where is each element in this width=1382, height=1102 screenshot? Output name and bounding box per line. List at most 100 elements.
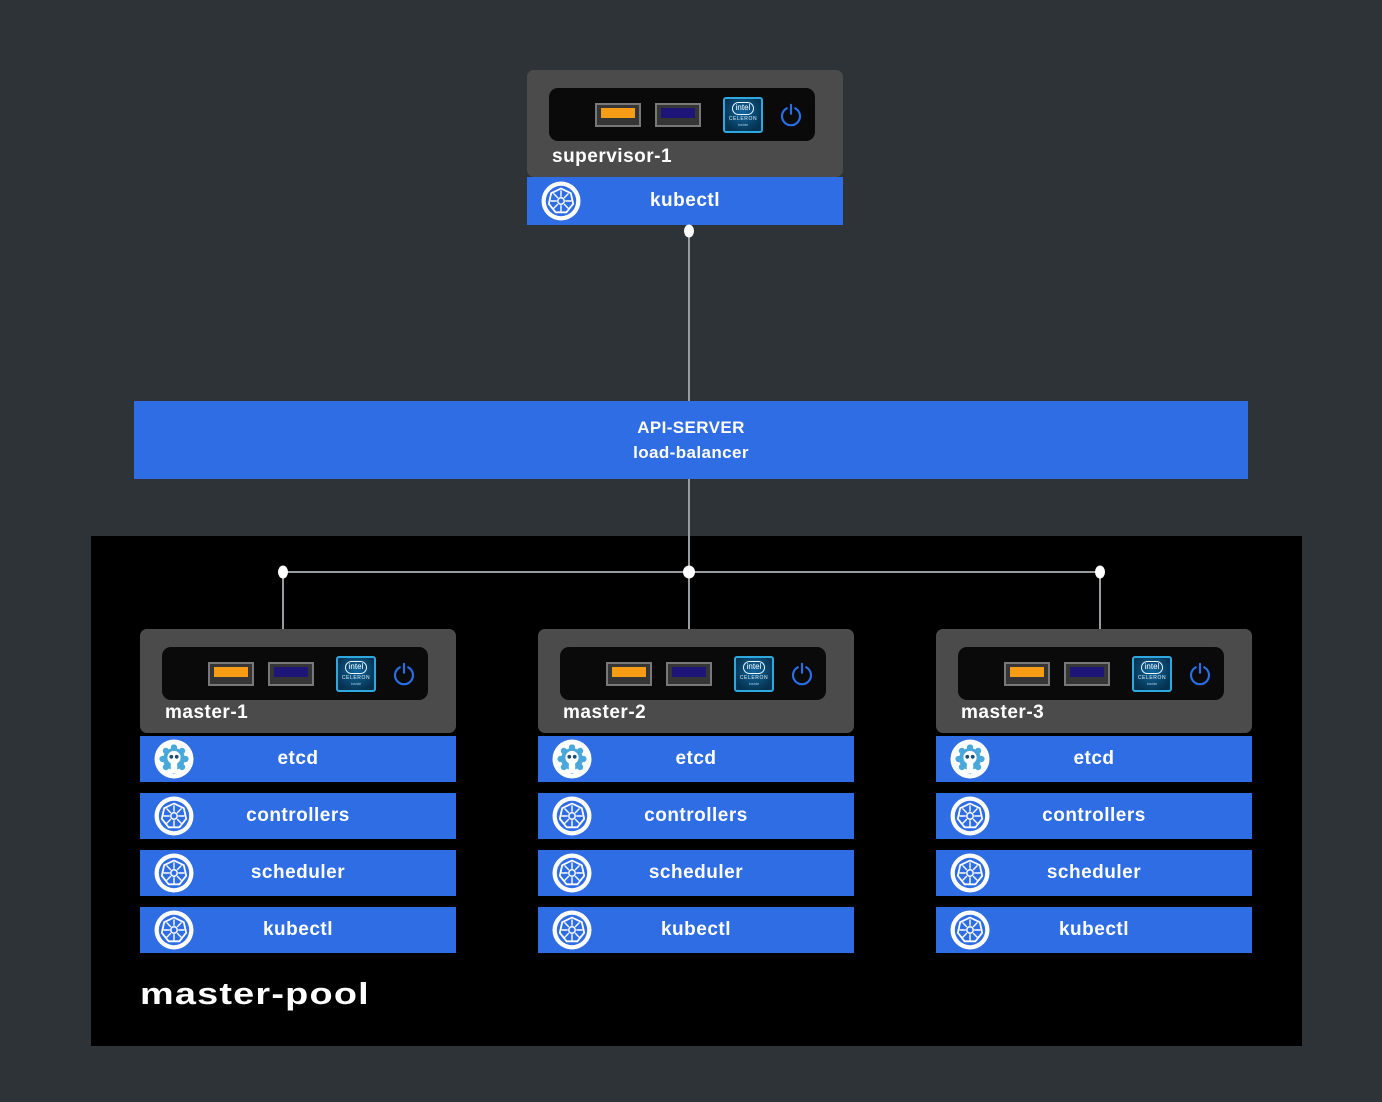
- master-3-node: intel CELERON inside master-3: [936, 629, 1252, 953]
- intel-celeron-chip-badge: intel CELERON inside: [336, 655, 376, 692]
- kubernetes-icon: [154, 853, 194, 893]
- service-label: controllers: [1042, 805, 1146, 826]
- service-icon: [950, 739, 990, 779]
- etcd-icon: [552, 739, 592, 779]
- intel-logo: intel: [742, 661, 766, 674]
- kubernetes-icon: [552, 853, 592, 893]
- kubernetes-icon: [552, 910, 592, 950]
- service-icon: [950, 853, 990, 893]
- power-icon: [789, 661, 815, 687]
- service-row-etcd: etcd: [936, 736, 1252, 782]
- usb-port-orange: [1004, 661, 1050, 686]
- service-row-controllers: controllers: [538, 793, 854, 839]
- master-2-node: intel CELERON inside master-2: [538, 629, 854, 953]
- chip-tagline-label: inside: [1146, 681, 1158, 686]
- intel-logo: intel: [1140, 661, 1164, 674]
- power-icon: [1187, 661, 1213, 687]
- service-label: etcd: [277, 748, 319, 769]
- master-2-server-box: intel CELERON inside master-2: [538, 629, 854, 733]
- kubernetes-icon: [950, 796, 990, 836]
- chip-tagline-label: inside: [737, 122, 749, 127]
- master-1-node: intel CELERON inside master-1: [140, 629, 456, 953]
- service-icon: [541, 181, 581, 221]
- usb-connector-tongue: [672, 666, 706, 677]
- service-icon: [552, 910, 592, 950]
- usb-port-orange: [595, 102, 641, 127]
- service-icon: [154, 739, 194, 779]
- usb-connector-tongue: [214, 666, 248, 677]
- server-faceplate: intel CELERON inside: [549, 88, 815, 141]
- service-label: kubectl: [660, 919, 732, 940]
- service-row-etcd: etcd: [538, 736, 854, 782]
- service-label: etcd: [1073, 748, 1115, 769]
- service-icon: [552, 853, 592, 893]
- api-server-load-balancer: API-SERVER load-balancer: [134, 401, 1248, 479]
- service-row-scheduler: scheduler: [538, 850, 854, 896]
- kubernetes-icon: [154, 910, 194, 950]
- power-icon: [391, 661, 417, 687]
- usb-connector-tongue: [601, 107, 635, 118]
- service-row-scheduler: scheduler: [936, 850, 1252, 896]
- service-icon: [552, 796, 592, 836]
- service-icon: [154, 796, 194, 836]
- service-icon: [154, 853, 194, 893]
- chip-model-label: CELERON: [739, 675, 769, 681]
- chip-model-label: CELERON: [1137, 675, 1167, 681]
- service-label: scheduler: [1046, 862, 1142, 883]
- chip-model-label: CELERON: [728, 116, 758, 122]
- kubernetes-icon: [950, 910, 990, 950]
- master-pool-label: master-pool: [140, 976, 370, 1011]
- service-label: scheduler: [250, 862, 346, 883]
- usb-port-orange: [606, 661, 652, 686]
- chip-tagline-label: inside: [748, 681, 760, 686]
- kubernetes-icon: [541, 181, 581, 221]
- intel-celeron-chip-badge: intel CELERON inside: [734, 655, 774, 692]
- service-icon: [950, 910, 990, 950]
- kubernetes-icon: [154, 796, 194, 836]
- service-label: controllers: [644, 805, 748, 826]
- service-row-kubectl: kubectl: [538, 907, 854, 953]
- power-icon: [778, 102, 804, 128]
- node-name-label: master-3: [961, 702, 1045, 723]
- usb-connector-tongue: [661, 107, 695, 118]
- usb-port-navy: [666, 661, 712, 686]
- usb-connector-tongue: [1010, 666, 1044, 677]
- service-row-kubectl: kubectl: [527, 177, 843, 225]
- supervisor-node: intel CELERON inside supervisor-1 ku: [527, 70, 843, 225]
- server-faceplate: intel CELERON inside: [162, 647, 428, 700]
- usb-connector-tongue: [612, 666, 646, 677]
- load-balancer-title: API-SERVER: [637, 418, 745, 437]
- service-label: scheduler: [648, 862, 744, 883]
- service-row-kubectl: kubectl: [140, 907, 456, 953]
- usb-connector-tongue: [1070, 666, 1104, 677]
- service-row-controllers: controllers: [140, 793, 456, 839]
- kubernetes-icon: [552, 796, 592, 836]
- service-row-controllers: controllers: [936, 793, 1252, 839]
- etcd-icon: [154, 739, 194, 779]
- load-balancer-subtitle: load-balancer: [633, 443, 749, 462]
- service-row-etcd: etcd: [140, 736, 456, 782]
- intel-celeron-chip-badge: intel CELERON inside: [723, 96, 763, 133]
- node-name-label: supervisor-1: [552, 146, 673, 167]
- supervisor-server-box: intel CELERON inside supervisor-1: [527, 70, 843, 177]
- service-label: kubectl: [262, 919, 334, 940]
- node-name-label: master-1: [165, 702, 249, 723]
- intel-logo: intel: [731, 102, 755, 115]
- master-3-server-box: intel CELERON inside master-3: [936, 629, 1252, 733]
- chip-tagline-label: inside: [350, 681, 362, 686]
- server-faceplate: intel CELERON inside: [958, 647, 1224, 700]
- etcd-icon: [950, 739, 990, 779]
- usb-connector-tongue: [274, 666, 308, 677]
- intel-celeron-chip-badge: intel CELERON inside: [1132, 655, 1172, 692]
- intel-logo: intel: [344, 661, 368, 674]
- junction-dot: [684, 224, 694, 238]
- service-icon: [154, 910, 194, 950]
- service-label: kubectl: [649, 190, 721, 211]
- usb-port-navy: [1064, 661, 1110, 686]
- server-faceplate: intel CELERON inside: [560, 647, 826, 700]
- chip-model-label: CELERON: [341, 675, 371, 681]
- usb-port-navy: [655, 102, 701, 127]
- usb-port-orange: [208, 661, 254, 686]
- service-label: etcd: [675, 748, 717, 769]
